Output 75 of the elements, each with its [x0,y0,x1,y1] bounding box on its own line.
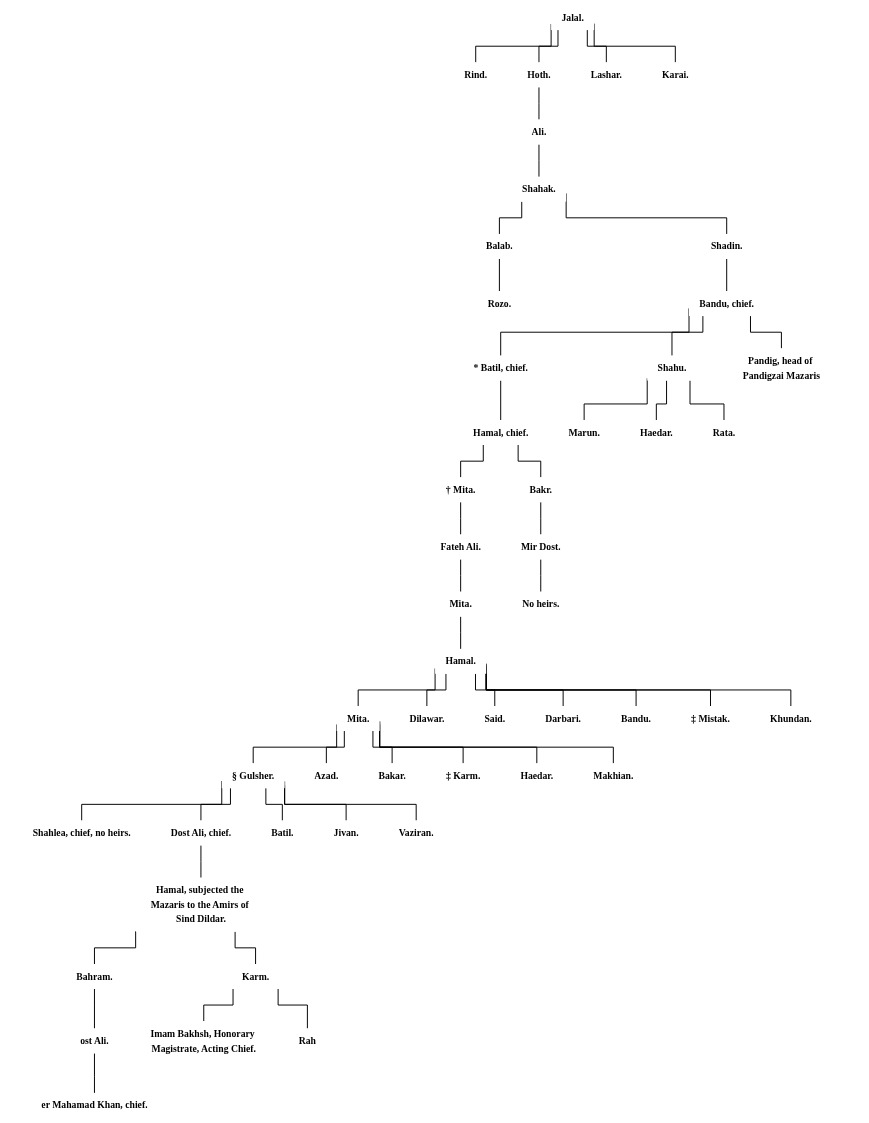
node-text: Rozo. [487,298,512,309]
connector [460,616,462,650]
node-text: Darbari. [545,713,582,724]
connector [234,931,257,965]
connector [94,930,137,965]
connector [498,258,500,292]
connector [540,501,542,535]
connector [277,988,308,1029]
connector [200,787,231,821]
node-text: Ali. [531,126,547,138]
connector [94,1052,95,1094]
node-text: Fateh Ali. [440,541,481,552]
connector [94,988,95,1029]
node-text: Bandu, chief. [699,298,755,309]
connector [540,558,542,593]
node-text: Dilawar. [409,713,445,724]
connector [498,201,523,235]
node-text: Rind. [464,69,488,80]
node-text: Lashar. [590,69,622,80]
node-text: Bakr. [529,484,553,495]
node-text: Batil. [271,827,294,838]
connector [203,988,234,1022]
node-text: Hoth. [527,69,551,80]
node-text: ‡ Mistak. [691,713,730,724]
node-text: Azad. [314,770,339,781]
node-text: Pandig, head of Pandigzai Mazaris [742,355,821,381]
connector [460,444,484,478]
node-text: er Mahamad Khan, chief. [41,1100,148,1111]
node-text: † Mita. [445,484,476,495]
connector [655,380,668,421]
node-text: Mir Dost. [520,541,561,552]
node-text: Balab. [486,241,513,252]
connector [538,29,559,63]
connector [726,258,728,292]
node-text: Karm. [241,971,270,982]
node-text: * Batil, chief. [473,362,528,374]
node-text: Haedar. [639,427,673,438]
connector [325,730,345,764]
connector [750,315,782,349]
connector [517,444,542,478]
node-text: Shahu. [657,362,687,374]
node-text: Rata. [712,427,736,438]
connector [500,380,502,421]
node-text: Shahlea, chief, no heirs. [32,827,131,838]
node-text: Khundan. [769,713,812,724]
node-text: Bahram. [76,971,113,982]
connector [460,501,462,535]
node-text: ost Ali. [80,1035,109,1046]
node-text: Karai. [661,69,689,80]
node-text: Bakar. [378,770,406,781]
node-text: Mita. [449,598,472,610]
node-text: Marun. [568,427,600,438]
node-text: Imam Bakhsh, Honorary Magistrate, Acting Chief. [150,1028,256,1054]
node-text: Hamal, subjected the Mazaris to the Amirs of Sind Dildar. [150,884,249,925]
node-text: Makhian. [593,770,634,781]
connector [265,787,283,821]
connector [460,558,462,593]
node-text: Rah [298,1035,317,1046]
node-text: ‡ Karm. [445,770,481,781]
node-text: Jivan. [333,827,359,838]
connector [586,29,607,63]
connector [689,380,725,421]
node-text: Haedar. [520,770,554,781]
connector [475,673,496,707]
node-text: Dost Ali, chief. [170,827,232,838]
node-text: Shadin. [710,241,743,252]
connector [426,673,447,707]
node-text: Bandu. [621,713,652,724]
node-text: Hamal, chief. [473,427,529,438]
node-text: No heirs. [522,598,560,610]
node-text: Shahak. [522,183,556,195]
node-text: Said. [484,713,506,724]
connector [372,730,393,764]
connector [671,315,704,357]
node-text: Vaziran. [398,827,434,838]
